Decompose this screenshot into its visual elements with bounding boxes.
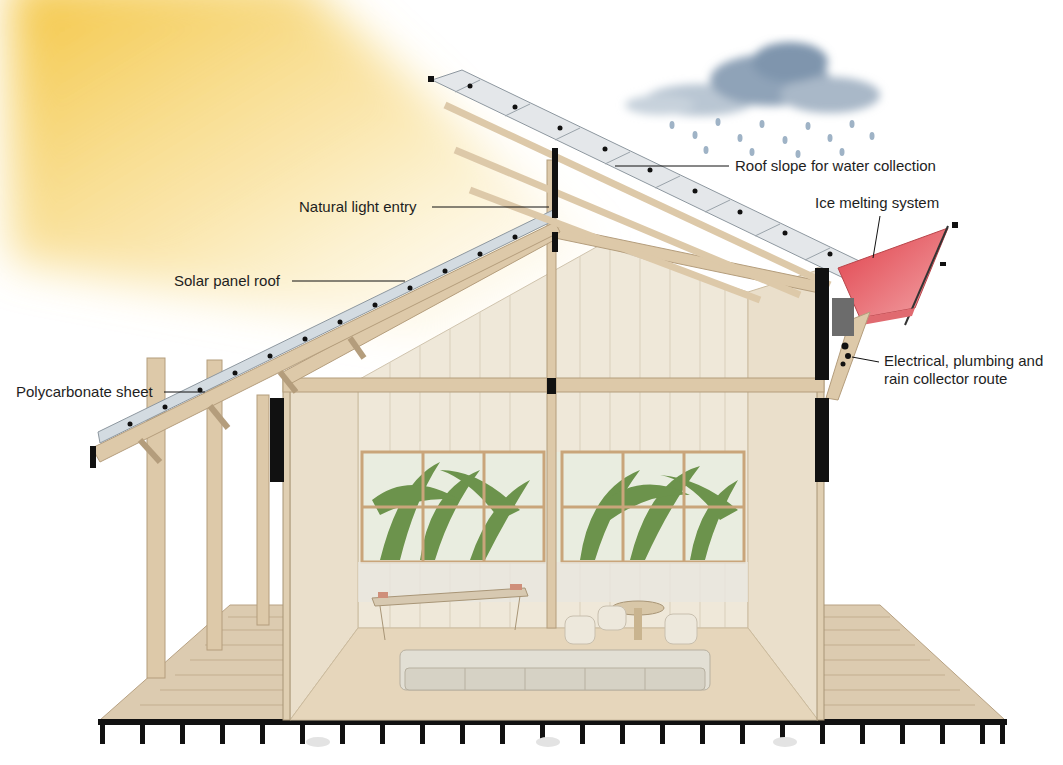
ice-melting-roof (838, 222, 958, 325)
service-route (815, 268, 870, 482)
callout-label: Solar panel roof (174, 272, 280, 290)
callout-label: Polycarbonate sheet (16, 383, 153, 401)
callout-label: Electrical, plumbing and rain collector … (884, 352, 1060, 388)
callout-label: Ice melting system (815, 194, 939, 212)
furniture (372, 584, 710, 690)
room-floor (290, 628, 818, 720)
water-collection-roof (428, 70, 905, 300)
callout-label: Roof slope for water collection (735, 157, 936, 175)
solar-panel-roof (90, 210, 560, 468)
left-front-wall (283, 378, 290, 720)
rain-cloud (625, 42, 880, 116)
light-entry-slot (552, 148, 558, 218)
callout-label: Natural light entry (299, 198, 417, 216)
rain-drops (670, 118, 875, 158)
polycarbonate-band (270, 398, 284, 482)
leader-lines (164, 166, 880, 392)
